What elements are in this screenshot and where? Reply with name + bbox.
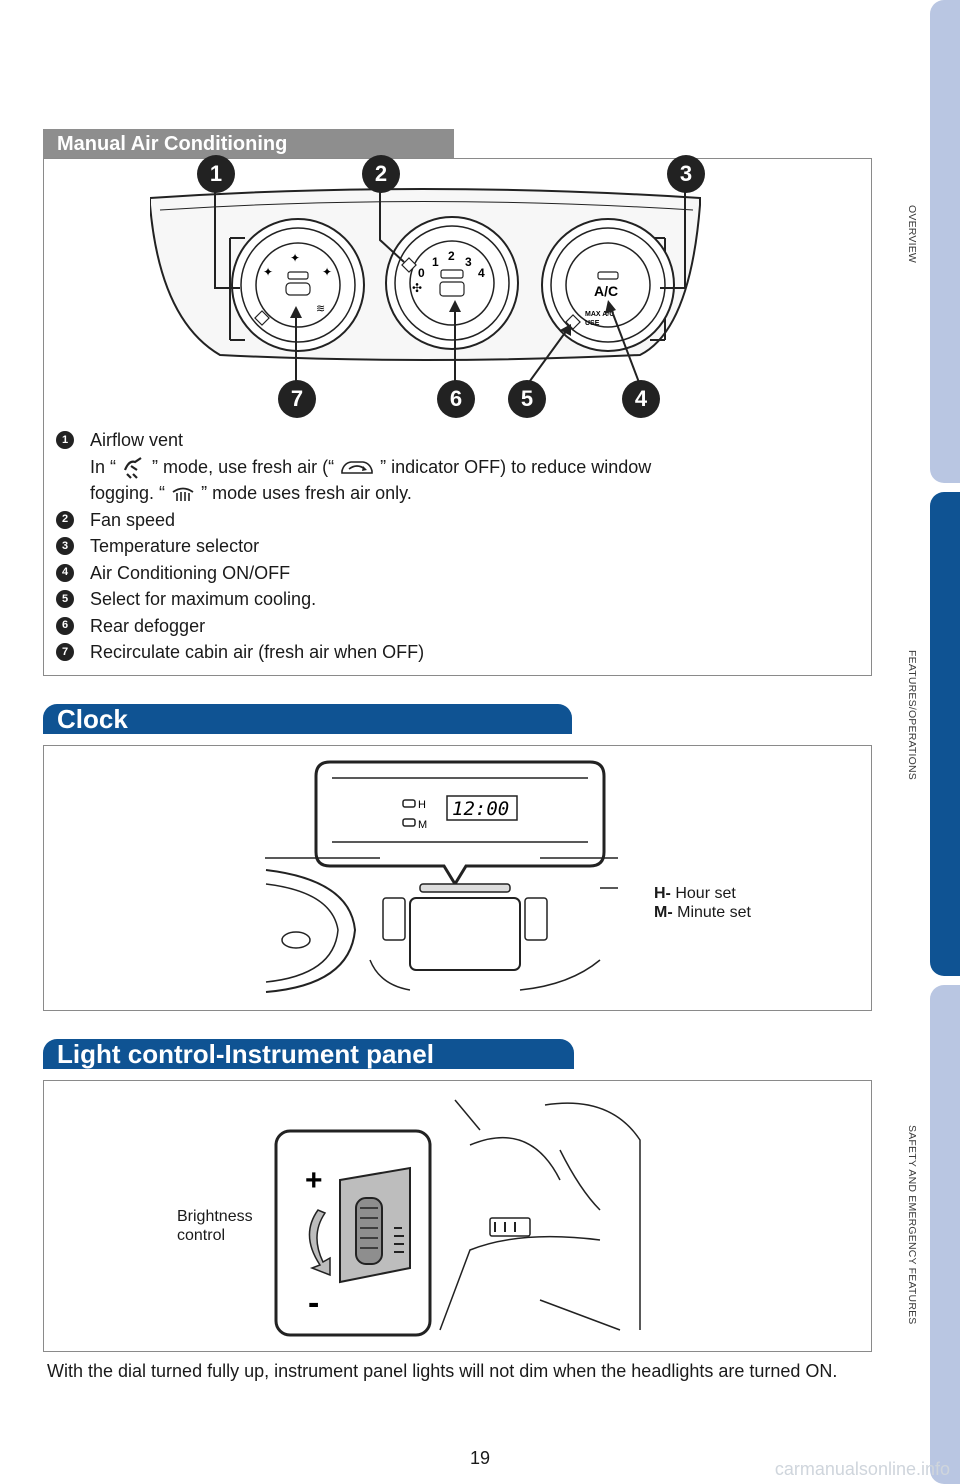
legend-bullet: 7 bbox=[56, 643, 74, 661]
fan-num-0: 0 bbox=[418, 266, 425, 280]
light-footnote: With the dial turned fully up, instrumen… bbox=[47, 1361, 838, 1381]
side-tab-features[interactable] bbox=[930, 492, 960, 976]
callout-3: 3 bbox=[667, 155, 705, 193]
clock-legend: H- Hour set M- Minute set bbox=[654, 884, 751, 922]
callout-5: 5 bbox=[508, 380, 546, 418]
brightness-control-label: Brightness control bbox=[177, 1207, 253, 1245]
svg-text:✣: ✣ bbox=[412, 281, 422, 295]
fan-num-2: 2 bbox=[448, 249, 455, 263]
recirculate-icon bbox=[341, 460, 373, 474]
clock-display bbox=[446, 795, 518, 821]
legend-bullet: 5 bbox=[56, 590, 74, 608]
legend-row-2: 2 Fan speed bbox=[56, 507, 651, 534]
clock-legend-text: Minute set bbox=[677, 904, 751, 921]
ac-control-panel-illustration: ✦ ✦ ✦ ≋ 0 1 2 3 4 ✣ A/C MAX A/C USE bbox=[150, 188, 701, 386]
clock-illustration: H M 12:00 bbox=[265, 760, 618, 993]
clock-legend-text: Hour set bbox=[675, 885, 736, 902]
callout-1: 1 bbox=[197, 155, 235, 193]
legend-bullet: 3 bbox=[56, 537, 74, 555]
h-button bbox=[402, 799, 416, 808]
callout-2: 2 bbox=[362, 155, 400, 193]
legend-bullet: 2 bbox=[56, 510, 74, 529]
svg-text:✦: ✦ bbox=[290, 251, 300, 265]
plus-label: + bbox=[305, 1164, 323, 1197]
legend-row-4: 4 Air Conditioning ON/OFF bbox=[56, 560, 651, 587]
legend-row-6: 6 Rear defogger bbox=[56, 613, 651, 640]
legend-note-line-2: fogging. “ ” mode uses fresh air only. bbox=[56, 480, 651, 507]
legend-text: Fan speed bbox=[90, 509, 176, 530]
legend-text: Recirculate cabin air (fresh air when OF… bbox=[90, 642, 425, 662]
clock-legend-key: H- bbox=[654, 885, 671, 902]
svg-text:≋: ≋ bbox=[316, 302, 325, 315]
legend-text: Airflow vent bbox=[90, 430, 184, 450]
note-part: fogging. “ bbox=[90, 483, 166, 503]
h-button-label: H bbox=[418, 799, 426, 811]
temperature-dial: A/C MAX A/C USE bbox=[541, 218, 675, 352]
defroster-icon bbox=[172, 487, 194, 502]
fan-num-3: 3 bbox=[465, 255, 472, 269]
legend-bullet: 4 bbox=[56, 563, 74, 582]
legend-row-1: 1 Airflow vent bbox=[56, 427, 651, 454]
fan-speed-dial: 0 1 2 3 4 ✣ bbox=[385, 216, 519, 350]
m-button bbox=[402, 818, 416, 827]
legend-bullet: 1 bbox=[56, 431, 74, 449]
brightness-control-illustration: + - bbox=[274, 1099, 641, 1337]
side-tab-safety[interactable] bbox=[930, 985, 960, 1484]
legend-row-5: 5 Select for maximum cooling. bbox=[56, 586, 651, 613]
brightness-label-line-2: control bbox=[177, 1227, 226, 1244]
clock-time: 12:00 bbox=[452, 798, 509, 820]
airflow-dial: ✦ ✦ ✦ ≋ bbox=[231, 218, 365, 352]
side-tab-label-safety: SAFETY AND EMERGENCY FEATURES bbox=[906, 1125, 918, 1325]
callout-6: 6 bbox=[437, 380, 475, 418]
m-button-label: M bbox=[418, 819, 427, 831]
legend-bullet: 6 bbox=[56, 616, 74, 635]
floor-windshield-icon bbox=[124, 456, 142, 479]
legend-row-3: 3 Temperature selector bbox=[56, 533, 651, 560]
svg-text:✦: ✦ bbox=[263, 265, 273, 279]
legend-text: Rear defogger bbox=[90, 615, 206, 636]
light-section-title: Light control-Instrument panel bbox=[43, 1039, 574, 1069]
note-part: ” indicator OFF) to reduce window bbox=[380, 456, 652, 477]
clock-section-title: Clock bbox=[43, 704, 572, 734]
note-part: In “ bbox=[90, 456, 117, 477]
legend-text: Air Conditioning ON/OFF bbox=[90, 562, 291, 583]
callout-7: 7 bbox=[278, 380, 316, 418]
legend-text: Temperature selector bbox=[90, 536, 260, 556]
side-tab-label-overview: OVERVIEW bbox=[906, 205, 918, 264]
note-part: ” mode, use fresh air (“ bbox=[152, 456, 335, 477]
clock-legend-row-h: H- Hour set bbox=[654, 884, 751, 903]
note-part: ” mode uses fresh air only. bbox=[201, 483, 412, 503]
page-number: 19 bbox=[469, 1448, 491, 1468]
watermark: carmanualsonline.info bbox=[774, 1459, 950, 1479]
max-ac-label: MAX A/C bbox=[585, 311, 614, 318]
callout-4: 4 bbox=[622, 380, 660, 418]
svg-text:✦: ✦ bbox=[322, 265, 332, 279]
minus-label: - bbox=[308, 1284, 319, 1322]
use-label: USE bbox=[585, 320, 600, 327]
ac-legend: 1 Airflow vent In “ ” mode, use fresh ai… bbox=[56, 427, 651, 666]
side-tab-overview[interactable] bbox=[930, 0, 960, 483]
light-panel bbox=[43, 1080, 872, 1352]
legend-note-line-1: In “ ” mode, use fresh air (“ ” indicato… bbox=[56, 454, 651, 481]
ac-section-title: Manual Air Conditioning bbox=[43, 129, 454, 159]
legend-text: Select for maximum cooling. bbox=[90, 589, 317, 609]
ac-button-label: A/C bbox=[594, 283, 618, 299]
clock-legend-row-m: M- Minute set bbox=[654, 903, 751, 922]
clock-legend-key: M- bbox=[654, 904, 673, 921]
legend-row-7: 7 Recirculate cabin air (fresh air when O… bbox=[56, 639, 651, 666]
brightness-label-line-1: Brightness bbox=[177, 1208, 253, 1225]
side-tab-label-features: FEATURES/OPERATIONS bbox=[906, 650, 918, 781]
fan-num-1: 1 bbox=[432, 255, 439, 269]
fan-num-4: 4 bbox=[478, 266, 485, 280]
